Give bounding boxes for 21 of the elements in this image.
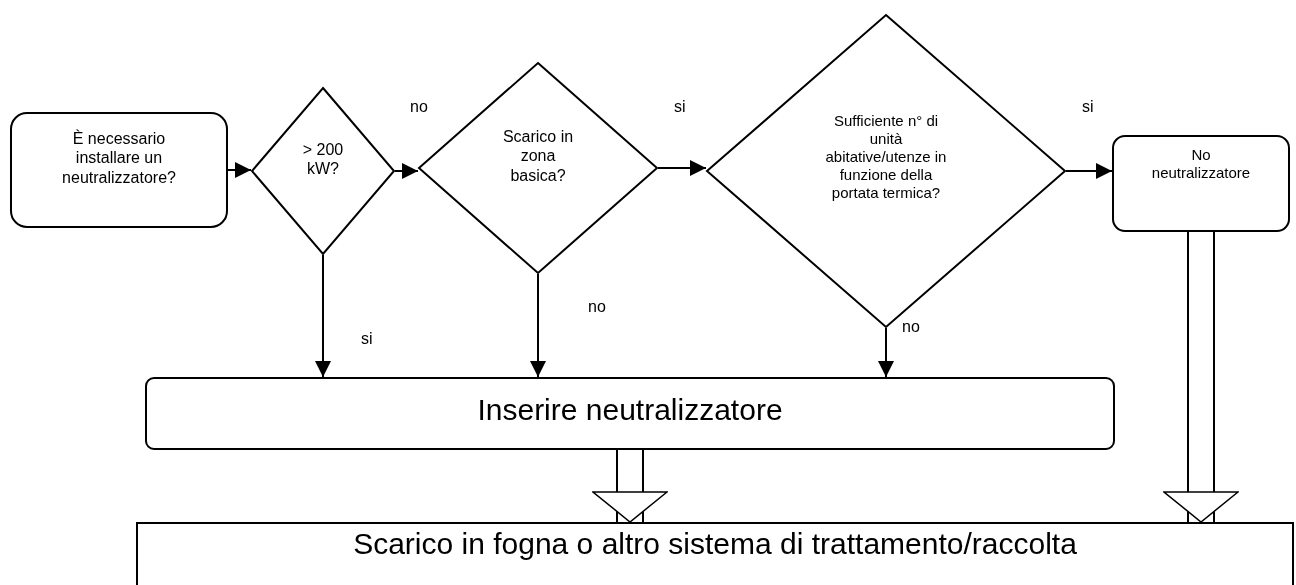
- arrow: [878, 327, 894, 378]
- node-text: > 200 kW?: [301, 139, 345, 179]
- node-text: È necessario installare un neutralizzatore?: [61, 129, 177, 187]
- process-box: [1112, 135, 1290, 232]
- node-text: Sufficiente n° di unità abitative/utenze in funzione della portata termica?: [825, 112, 947, 202]
- node-text: Inserire neutralizzatore: [476, 391, 784, 428]
- arrow: [315, 254, 331, 378]
- arrow: [657, 160, 707, 176]
- decision-diamond: [251, 87, 395, 255]
- node-text: No neutralizzatore: [1150, 145, 1252, 182]
- node-text: Scarico in fogna o altro sistema di trattamento/raccolta: [352, 526, 1078, 562]
- arrow: [394, 163, 419, 179]
- process-box: [145, 377, 1115, 450]
- block-arrow: [1163, 232, 1239, 523]
- arrow: [1065, 163, 1113, 179]
- process-box: [10, 112, 228, 228]
- arrow: [227, 162, 252, 178]
- node-text: Scarico in zona basica?: [501, 127, 575, 185]
- block-arrow: [592, 450, 668, 523]
- arrow: [530, 273, 546, 378]
- process-box: [136, 522, 1294, 585]
